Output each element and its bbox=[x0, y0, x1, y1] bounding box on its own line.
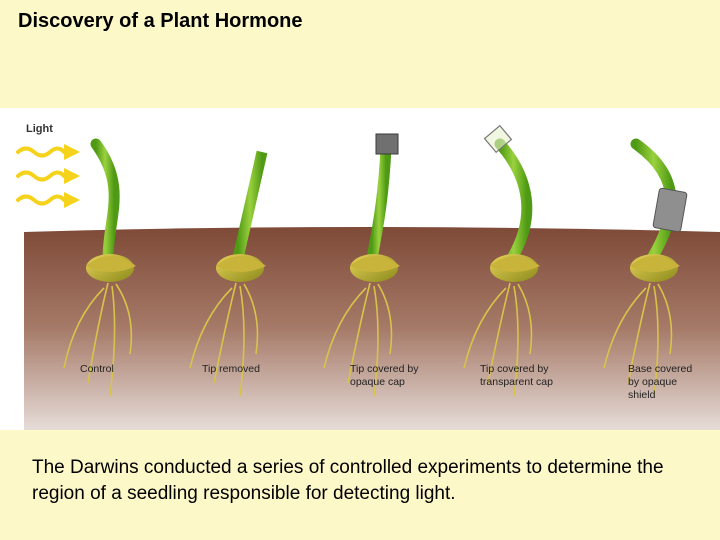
seedling-base-shield bbox=[603, 138, 688, 397]
light-arrowheads bbox=[64, 144, 80, 208]
darwin-experiment-figure: Light bbox=[0, 108, 720, 430]
transparent-cap-icon bbox=[483, 124, 513, 154]
label-base-shield: Base covered by opaque shield bbox=[628, 363, 695, 401]
opaque-cap-icon bbox=[375, 133, 399, 155]
light-label: Light bbox=[26, 123, 53, 135]
opaque-shield-icon bbox=[652, 187, 688, 233]
label-opaque-cap: Tip covered by opaque cap bbox=[350, 363, 421, 388]
slide-title: Discovery of a Plant Hormone bbox=[18, 10, 303, 32]
label-tip-removed: Tip removed bbox=[202, 363, 260, 375]
seedling-transparent-cap bbox=[463, 124, 540, 397]
caption-text: The Darwins conducted a series of contro… bbox=[32, 457, 664, 504]
seedling-tip-removed bbox=[189, 150, 268, 397]
experiment-illustration: Light bbox=[16, 123, 720, 430]
soil bbox=[24, 227, 720, 430]
seedling-opaque-cap bbox=[323, 133, 400, 397]
light-arrows-icon bbox=[16, 146, 66, 206]
label-control: Control bbox=[80, 363, 114, 375]
seedling-control bbox=[63, 138, 136, 397]
label-transparent-cap: Tip covered by transparent cap bbox=[480, 363, 553, 388]
